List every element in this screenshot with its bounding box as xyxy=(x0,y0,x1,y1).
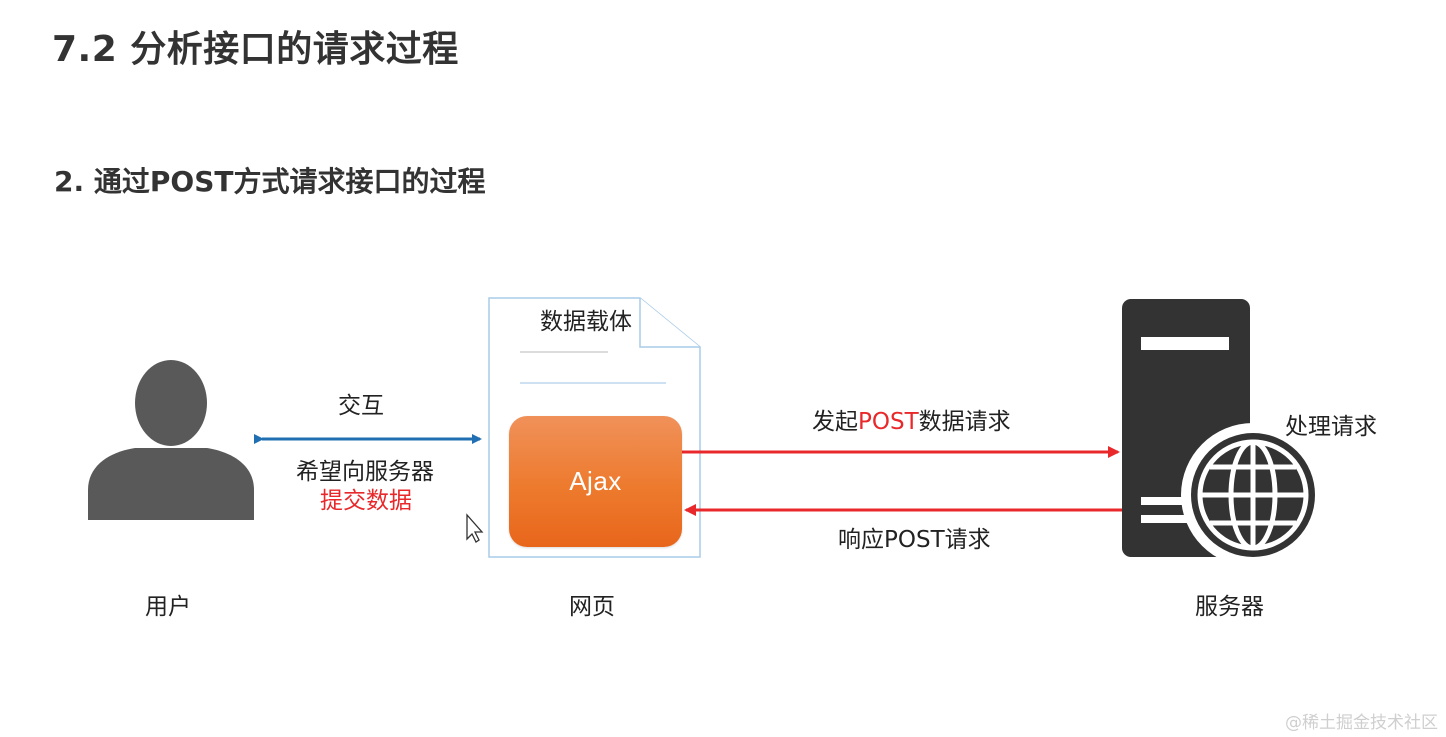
mouse-cursor-icon xyxy=(466,513,484,543)
watermark: @稀土掘金技术社区 xyxy=(1285,713,1438,733)
request-label-prefix: 发起 xyxy=(812,409,858,435)
server-label: 服务器 xyxy=(1195,594,1264,620)
slide-subtitle: 2. 通过POST方式请求接口的过程 xyxy=(54,165,486,198)
webpage-label: 网页 xyxy=(569,594,615,620)
request-label-suffix: 数据请求 xyxy=(918,409,1011,435)
user-icon xyxy=(88,360,254,520)
request-label-highlight: POST xyxy=(858,409,919,435)
ajax-label: Ajax xyxy=(569,466,622,496)
request-label: 发起POST数据请求 xyxy=(812,409,1011,437)
user-note-line1: 希望向服务器 xyxy=(296,459,434,485)
user-label: 用户 xyxy=(145,594,191,620)
doc-label: 数据载体 xyxy=(540,309,632,335)
response-label: 响应POST请求 xyxy=(838,527,991,553)
user-note-line2: 提交数据 xyxy=(320,488,412,514)
slide-title: 7.2 分析接口的请求过程 xyxy=(52,29,459,70)
ajax-box: Ajax xyxy=(509,416,682,547)
server-globe-icon xyxy=(1122,299,1325,567)
process-label: 处理请求 xyxy=(1285,414,1377,440)
interaction-label: 交互 xyxy=(338,393,384,419)
